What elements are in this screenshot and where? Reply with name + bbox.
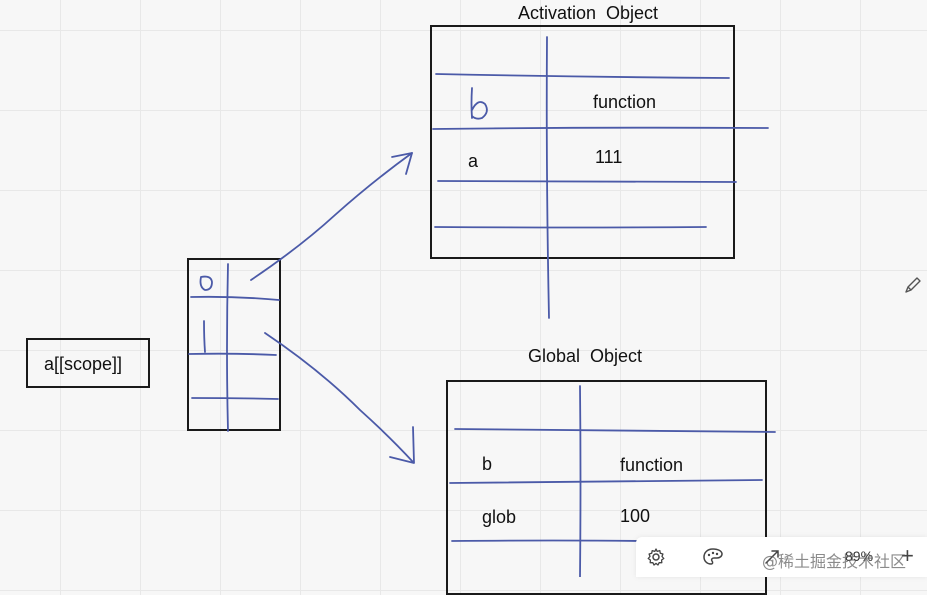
expand-icon (765, 550, 779, 564)
theme-button[interactable] (695, 541, 731, 573)
scope-chain-box (187, 258, 281, 431)
watermark: @稀土掘金技术社区 (762, 552, 907, 571)
ao-handwritten-b (470, 87, 488, 120)
gear-icon (647, 548, 665, 566)
arrow-to-global (264, 332, 414, 463)
go-row-line (449, 479, 763, 484)
ao-row-2-key: a (468, 151, 479, 171)
go-row-2-value: 100 (620, 506, 651, 526)
scope-chain-mark-1 (203, 320, 206, 353)
scope-chain-divider (226, 263, 229, 432)
ao-row-2-value: 111 (595, 147, 623, 167)
pencil-icon[interactable] (903, 275, 923, 295)
go-row-1-value: function (620, 455, 684, 475)
ink-layer (188, 36, 776, 577)
go-row-line (451, 539, 641, 542)
scope-chain-row (188, 352, 277, 356)
go-row-line (454, 428, 776, 433)
palette-icon (703, 548, 723, 565)
go-divider-vertical (579, 385, 582, 577)
activation-object-title: Activation Object (518, 3, 659, 23)
scope-chain-row (191, 397, 279, 400)
arrow-head-global (389, 426, 415, 464)
ao-row-line (432, 126, 769, 130)
go-row-2-key: glob (482, 507, 517, 527)
ao-divider-vertical (545, 36, 550, 319)
bottom-toolbar: 89% + (636, 537, 927, 577)
zoom-level[interactable]: 89% (845, 548, 874, 564)
global-object-title: Global Object (528, 346, 643, 366)
scope-box (26, 338, 150, 388)
arrow-head-activation (391, 152, 413, 175)
zoom-in-button[interactable]: + (901, 543, 914, 568)
scope-chain-row (190, 295, 280, 301)
scope-chain-mark-0 (199, 275, 213, 291)
expand-button[interactable] (754, 541, 790, 573)
scope-label: a[[scope]] (44, 354, 123, 374)
ao-row-line (434, 226, 707, 229)
settings-button[interactable] (638, 541, 674, 573)
arrow-to-activation (250, 152, 413, 281)
activation-object-table (430, 25, 735, 259)
ao-row-line (437, 180, 737, 183)
ao-row-line (435, 73, 730, 79)
ao-row-1-value: function (593, 92, 657, 112)
go-row-1-key: b (482, 454, 493, 474)
